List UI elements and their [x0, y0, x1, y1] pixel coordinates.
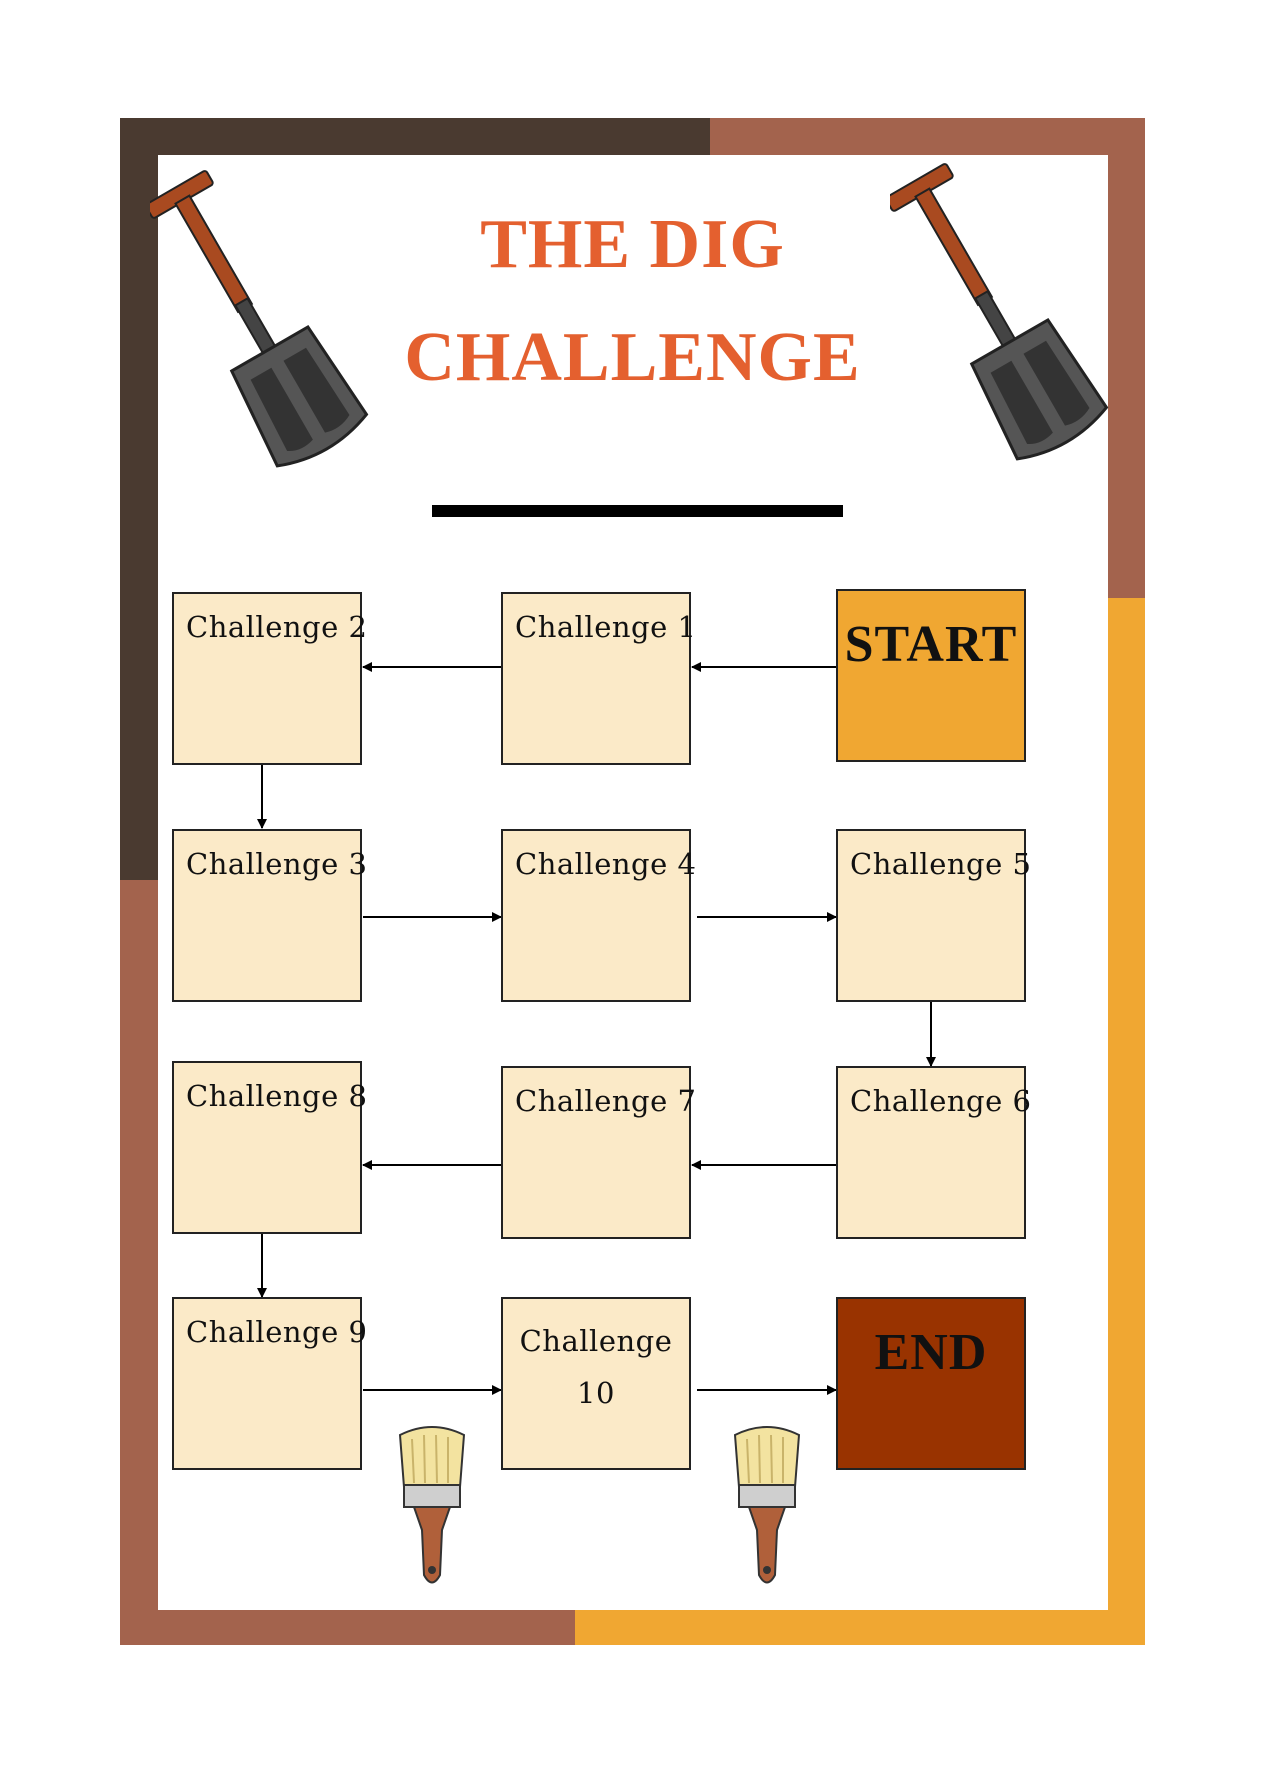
frame-left-brown — [120, 880, 158, 1645]
challenge-7-label: Challenge 7 — [515, 1084, 697, 1118]
challenge-10-box: Challenge 10 — [501, 1297, 691, 1470]
challenge-5-box: Challenge 5 — [836, 829, 1032, 1002]
end-label: END — [874, 1324, 988, 1381]
title-underline — [432, 505, 843, 517]
challenge-6-label: Challenge 6 — [850, 1084, 1032, 1118]
challenge-1-label: Challenge 1 — [515, 610, 697, 644]
challenge-1-box: Challenge 1 — [501, 592, 697, 765]
paintbrush-icon — [733, 1426, 801, 1584]
paintbrush-icon — [398, 1426, 466, 1584]
frame-right-orange — [1108, 598, 1145, 1645]
challenge-9-label: Challenge 9 — [186, 1315, 368, 1349]
title-line-2: CHALLENGE — [404, 319, 861, 396]
challenge-2-box: Challenge 2 — [172, 592, 368, 765]
challenge-7-box: Challenge 7 — [501, 1066, 697, 1239]
challenge-10-label: Challenge 10 — [503, 1299, 689, 1419]
frame-bottom-brown — [120, 1610, 640, 1645]
challenge-9-box: Challenge 9 — [172, 1297, 368, 1470]
frame-bottom-orange — [575, 1610, 1145, 1645]
title-line-1: THE DIG — [480, 206, 785, 283]
frame-top-brown — [710, 118, 1145, 155]
end-box: END — [836, 1297, 1026, 1470]
shovel-icon — [890, 163, 1109, 461]
start-label: START — [844, 616, 1018, 673]
shovel-icon — [150, 170, 369, 468]
challenge-6-box: Challenge 6 — [836, 1066, 1032, 1239]
frame-right-brown — [1108, 118, 1145, 598]
challenge-2-label: Challenge 2 — [186, 610, 368, 644]
challenge-8-label: Challenge 8 — [186, 1079, 368, 1113]
challenge-4-box: Challenge 4 — [501, 829, 697, 1002]
challenge-4-label: Challenge 4 — [515, 847, 697, 881]
challenge-3-box: Challenge 3 — [172, 829, 368, 1002]
challenge-8-box: Challenge 8 — [172, 1061, 368, 1234]
start-box: START — [836, 589, 1026, 762]
challenge-5-label: Challenge 5 — [850, 847, 1032, 881]
challenge-10-label-line-2: 10 — [577, 1376, 615, 1410]
challenge-10-label-line-1: Challenge — [519, 1324, 673, 1358]
challenge-3-label: Challenge 3 — [186, 847, 368, 881]
